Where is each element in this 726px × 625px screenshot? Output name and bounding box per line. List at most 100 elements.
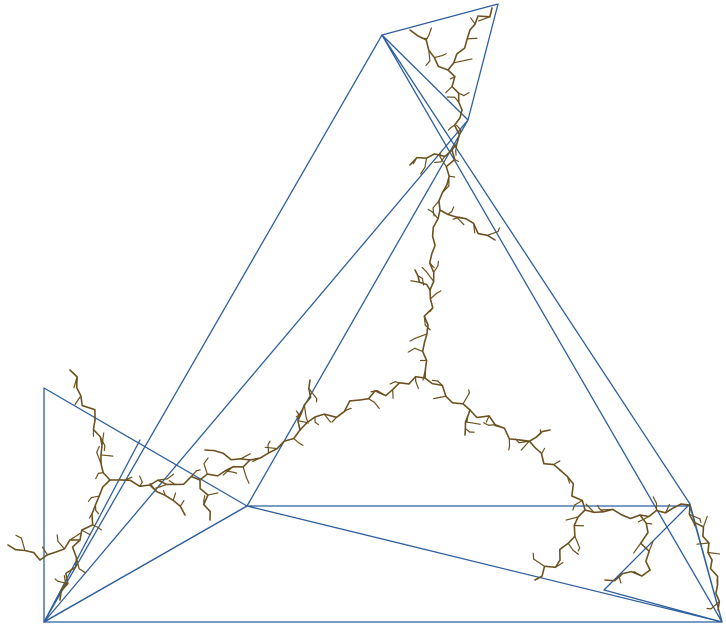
tree-twig [464,58,473,61]
tree-twig [96,526,102,531]
tree-twig [599,508,614,511]
tree-twig [421,277,425,286]
tree-twig [267,444,270,454]
right-connector-quad [246,505,723,623]
tree-twig [455,142,458,152]
fractal-branch [92,419,111,481]
tree-twig [652,496,658,504]
tree-twig [520,441,530,451]
tree-twig [567,542,574,551]
fractal-branch [421,289,434,379]
tree-twig [441,185,450,194]
tree-twig [149,482,158,493]
tree-twig [533,558,546,567]
tree-twig [554,561,564,568]
tree-twig [572,549,579,555]
tree-twig [389,381,396,385]
tree-twig [478,16,491,22]
tree-twig [412,157,418,165]
tree-twig [416,34,423,39]
tree-twig [245,453,251,457]
fractal-branch [604,569,651,582]
tree-twig [417,275,423,280]
inner-triangle [43,119,469,623]
tree-twig [433,54,444,59]
tree-twig [240,455,247,460]
tree-twig [15,534,23,539]
fractal-branch [39,539,81,561]
fractal-branch [424,377,471,411]
tree-twig [347,407,352,410]
tree-twig [139,475,143,483]
tree-twig [452,216,461,220]
tree-twig [462,392,471,405]
tree-twig [442,52,447,56]
tree-twig [101,432,105,447]
tree-twig [620,514,627,518]
tree-twig [376,389,387,397]
tree-twig [565,516,579,521]
tree-twig [295,412,303,418]
tree-twig [166,473,175,480]
tree-twig [203,457,209,465]
tree-twig [431,379,439,382]
tree-twig [425,60,431,66]
tree-twig [425,34,430,41]
tree-twig [486,230,499,236]
tree-twig [453,59,467,64]
tree-twig [41,546,49,556]
right-small-triangle [603,503,723,623]
fractal-branch [447,29,471,71]
tree-twig [463,92,470,97]
tree-twig [409,337,416,342]
tree-twig [295,410,300,415]
tree-twig [123,476,133,481]
tree-twig [425,270,435,283]
tree-twig [159,483,168,488]
tree-twig [566,475,571,484]
tree-twig [75,557,80,570]
tree-twig [648,540,654,552]
tree-twig [699,518,702,523]
tree-twig [207,492,219,496]
tree-twig [103,445,106,452]
tree-twig [429,262,435,269]
tree-twig [88,513,93,519]
fractal-branch [438,149,456,211]
tree-twig [394,381,401,384]
tree-twig [252,457,261,463]
tree-twig [710,600,720,610]
tree-twig [451,206,455,213]
tree-twig [368,398,375,403]
tree-twig [458,129,462,136]
tree-twig [468,389,471,394]
tree-twig [574,535,581,549]
tree-twig [420,166,426,175]
tree-twig [454,96,460,103]
tree-twig [99,436,106,447]
tree-twig [470,17,476,25]
tree-twig [242,466,247,478]
fractal-branch [428,209,441,291]
tree-twig [448,175,456,178]
tree-twig [57,540,66,550]
tree-twig [424,324,431,331]
tree-twig [432,200,440,209]
fractal-branch [439,209,496,241]
tree-twig [90,495,100,499]
tree-twig [343,408,349,413]
tree-twig [74,395,82,405]
tree-twig [297,420,308,424]
tree-twig [445,85,453,94]
diagonal-edge [381,34,691,505]
tree-twig [577,547,581,552]
tree-twig [331,416,338,423]
fractal-branch [451,109,463,151]
fractal-branch [447,69,463,111]
tree-twig [69,534,78,541]
tree-twig [139,481,143,487]
tree-twig [707,551,721,555]
tree-twig [427,208,433,213]
fractal-branch [109,479,151,488]
tree-twig [373,401,380,409]
